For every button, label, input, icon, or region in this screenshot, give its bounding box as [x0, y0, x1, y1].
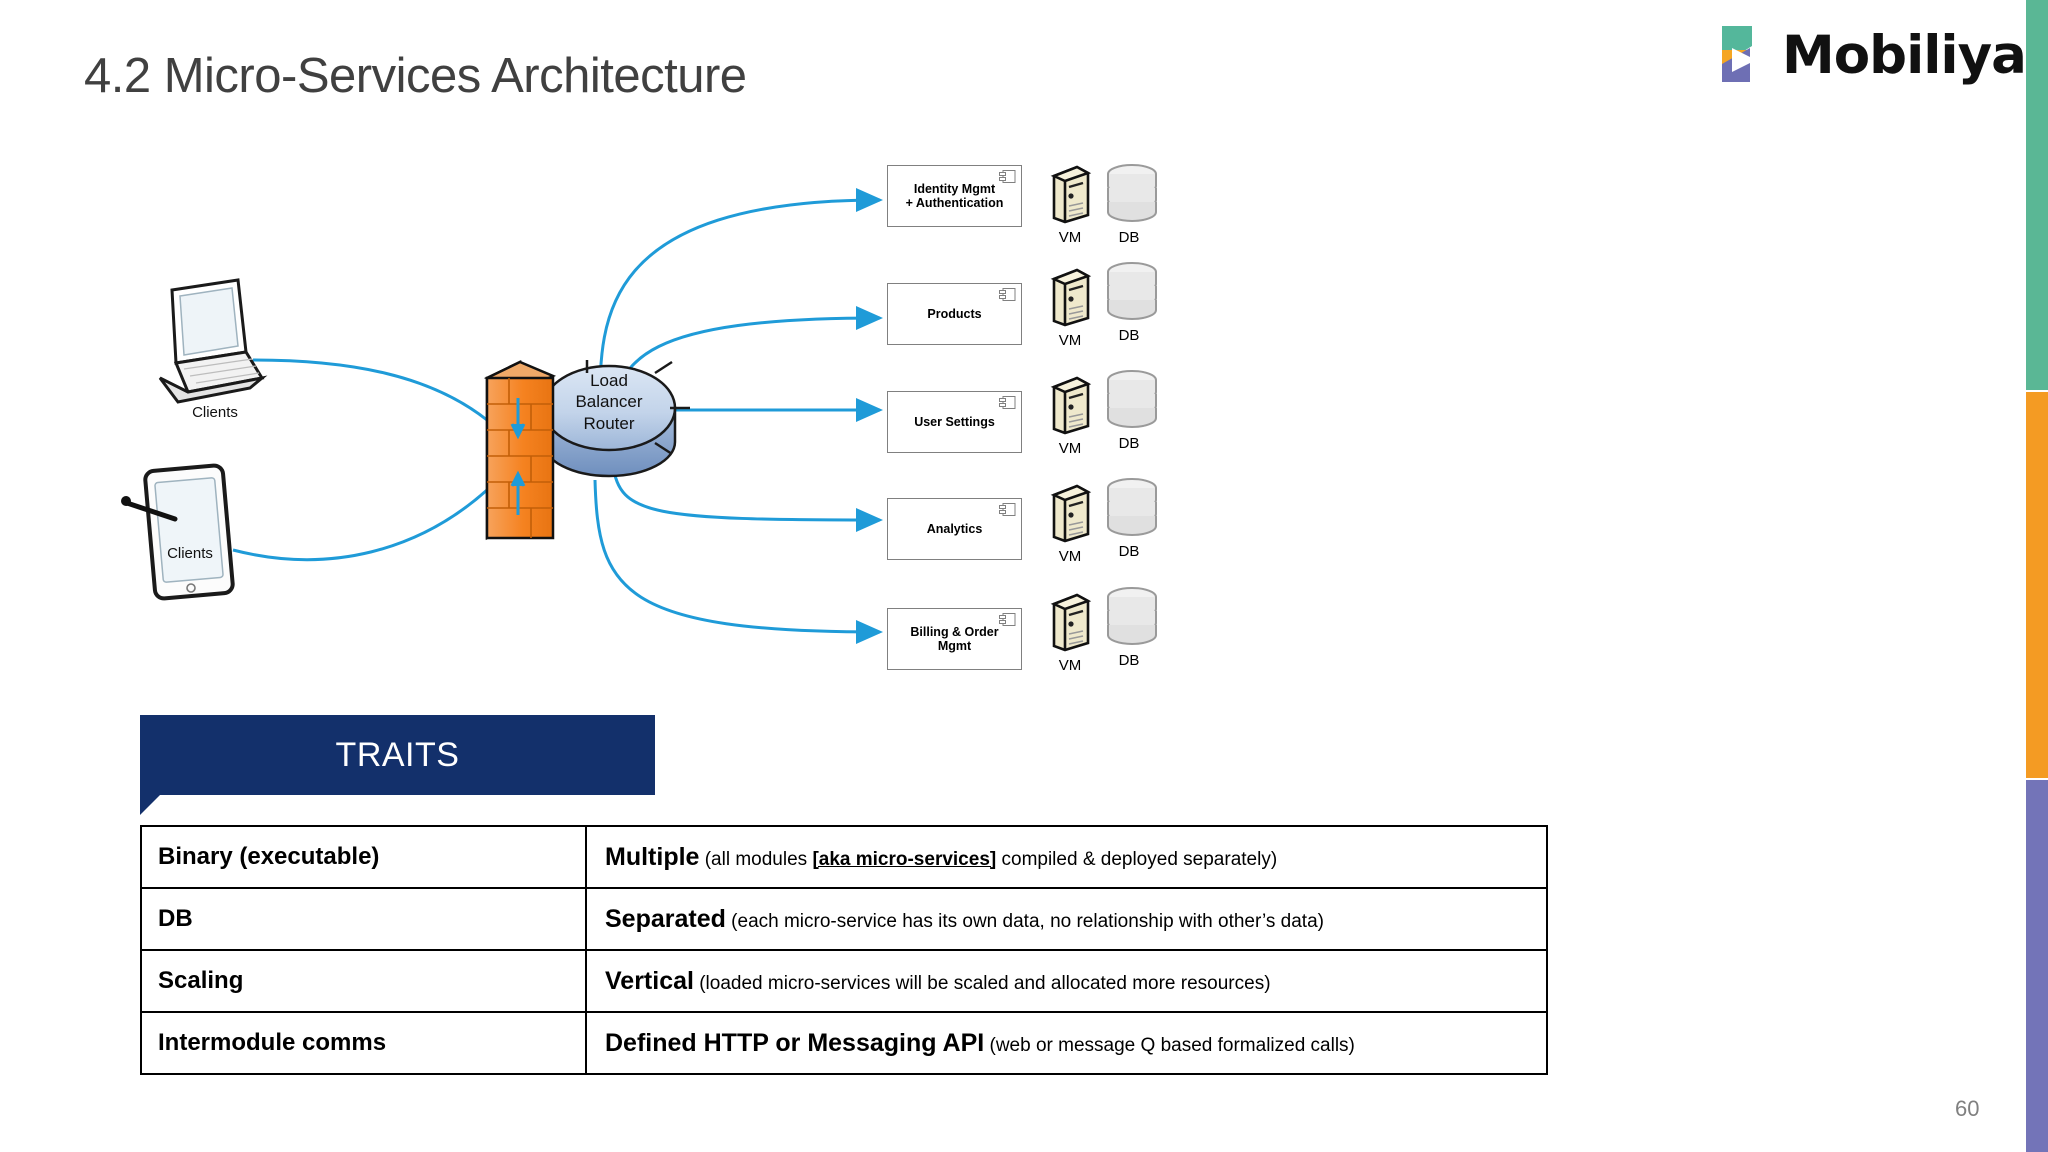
trait-detail-post: compiled & deployed separately): [996, 848, 1278, 870]
trait-term: DB: [140, 887, 587, 951]
table-row: Scaling Vertical (loaded micro-services …: [140, 949, 1548, 1013]
trait-term: Scaling: [140, 949, 587, 1013]
trait-detail-pre: (each micro-service has its own data, no…: [725, 910, 1324, 932]
client-label: Clients: [167, 545, 213, 562]
load-balancer-label: Load Balancer Router: [575, 371, 643, 433]
trait-description: Separated (each micro-service has its ow…: [585, 887, 1548, 951]
laptop-icon: [158, 278, 268, 404]
vm-icon-group-1: VM: [1047, 162, 1093, 246]
trait-description: Multiple (all modules [aka micro-service…: [585, 825, 1548, 889]
trait-detail-pre: (web or message Q based formalized calls…: [984, 1034, 1355, 1056]
vm-server-icon: [1050, 376, 1092, 435]
database-icon: [1107, 164, 1157, 222]
trait-detail-pre: (loaded micro-services will be scaled an…: [693, 972, 1271, 994]
vm-server-icon: [1050, 165, 1092, 224]
db-label: DB: [1118, 435, 1140, 452]
client-tablet-label-wrap: Clients: [130, 543, 250, 562]
vm-server-icon: [1050, 593, 1092, 652]
table-row: Intermodule comms Defined HTTP or Messag…: [140, 1011, 1548, 1075]
vm-label: VM: [1058, 440, 1082, 457]
connector-arrows: [121, 188, 883, 644]
db-label: DB: [1118, 327, 1140, 344]
db-icon-group-1: DB: [1106, 162, 1157, 246]
page-title: 4.2 Micro-Services Architecture: [84, 49, 747, 103]
database-icon: [1107, 587, 1157, 645]
vm-icon-group-4: VM: [1047, 481, 1093, 565]
trait-value: Multiple: [605, 842, 700, 871]
uml-component-icon: [999, 613, 1016, 626]
trait-value: Separated: [605, 904, 726, 933]
client-laptop-label-wrap: Clients: [160, 402, 270, 421]
trait-detail-emph: [aka micro-services]: [812, 848, 997, 870]
db-icon-group-3: DB: [1106, 368, 1157, 452]
vm-icon-group-5: VM: [1047, 590, 1093, 674]
service-box-products[interactable]: Products: [887, 283, 1022, 345]
table-row: Binary (executable) Multiple (all module…: [140, 825, 1548, 889]
logo-brand-text: Mobiliya: [1782, 24, 2027, 86]
trait-value: Defined HTTP or Messaging API: [605, 1028, 985, 1057]
edge-bar-orange: [2026, 392, 2048, 778]
db-icon-group-5: DB: [1106, 585, 1157, 669]
vm-server-icon: [1050, 484, 1092, 543]
mobiliya-logo-mark-icon: [1718, 24, 1772, 86]
uml-component-icon: [999, 503, 1016, 516]
uml-component-icon: [999, 170, 1016, 183]
page-number: 60: [1955, 1096, 1980, 1121]
traits-banner-rect: TRAITS: [140, 715, 655, 795]
edge-bar-green: [2026, 0, 2048, 390]
service-box-user-settings[interactable]: User Settings: [887, 391, 1022, 453]
trait-term: Binary (executable): [140, 825, 587, 889]
trait-description: Defined HTTP or Messaging API (web or me…: [585, 1011, 1548, 1075]
vm-label: VM: [1058, 332, 1082, 349]
db-label: DB: [1118, 543, 1140, 560]
trait-description: Vertical (loaded micro-services will be …: [585, 949, 1548, 1013]
uml-component-icon: [999, 288, 1016, 301]
db-icon-group-2: DB: [1106, 260, 1157, 344]
service-label: User Settings: [914, 414, 995, 429]
traits-banner: TRAITS: [140, 715, 655, 815]
service-label: Analytics: [926, 521, 983, 536]
database-icon: [1107, 262, 1157, 320]
service-label: Identity Mgmt+ Authentication: [905, 181, 1004, 210]
vm-icon-group-2: VM: [1047, 265, 1093, 349]
trait-detail-pre: (all modules: [699, 848, 813, 870]
traits-table: Binary (executable) Multiple (all module…: [140, 825, 1548, 1075]
vm-label: VM: [1058, 229, 1082, 246]
service-box-analytics[interactable]: Analytics: [887, 498, 1022, 560]
mobiliya-logo: Mobiliya: [1718, 16, 2027, 94]
vm-label: VM: [1058, 548, 1082, 565]
vm-server-icon: [1050, 268, 1092, 327]
db-label: DB: [1118, 229, 1140, 246]
database-icon: [1107, 370, 1157, 428]
service-box-identity-mgmt[interactable]: Identity Mgmt+ Authentication: [887, 165, 1022, 227]
traits-banner-label: TRAITS: [335, 735, 460, 774]
tablet-icon: [121, 463, 235, 601]
table-row: DB Separated (each micro-service has its…: [140, 887, 1548, 951]
trait-term: Intermodule comms: [140, 1011, 587, 1075]
vm-icon-group-3: VM: [1047, 373, 1093, 457]
database-icon: [1107, 478, 1157, 536]
client-label: Clients: [192, 404, 238, 421]
traits-banner-tail: [140, 795, 160, 815]
vm-label: VM: [1058, 657, 1082, 674]
architecture-diagram: Identity Mgmt+ Authentication VM DB Prod…: [0, 120, 1600, 720]
service-label: Products: [927, 306, 982, 321]
db-icon-group-4: DB: [1106, 476, 1157, 560]
uml-component-icon: [999, 396, 1016, 409]
trait-value: Vertical: [605, 966, 694, 995]
edge-bar-purple: [2026, 780, 2048, 1152]
db-label: DB: [1118, 652, 1140, 669]
